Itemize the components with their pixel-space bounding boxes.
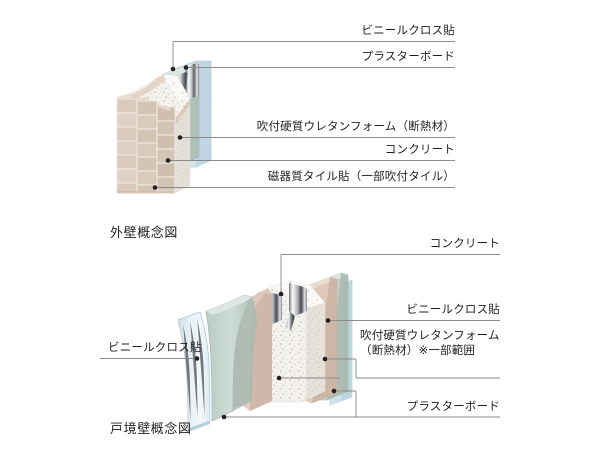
- party-wall-illustration: [177, 272, 353, 432]
- label-party-urethane-foam-line2: （断熱材）※一部範囲: [360, 345, 476, 357]
- caption-party-wall: 戸境壁概念図: [110, 421, 192, 436]
- caption-exterior-wall: 外壁概念図: [110, 225, 179, 240]
- party-left-plasterboard-layer: [205, 294, 257, 422]
- exterior-wall-illustration: [116, 60, 212, 194]
- label-party-vinyl-cloth-left: ビニールクロス貼: [108, 342, 202, 354]
- party-leader-lines: [100, 254, 500, 420]
- label-party-urethane-foam-line1: 吹付硬質ウレタンフォーム: [360, 330, 500, 342]
- exterior-leader-lines: [152, 41, 455, 190]
- label-exterior-plasterboard: プラスターボード: [361, 51, 455, 63]
- label-exterior-urethane-foam: 吹付硬質ウレタンフォーム（断熱材）: [256, 121, 455, 133]
- label-exterior-vinyl-cloth: ビニールクロス貼: [361, 25, 455, 37]
- exterior-wall-figure: ビニールクロス貼 プラスターボード 吹付硬質ウレタンフォーム（断熱材） コンクリ…: [110, 25, 455, 240]
- label-party-urethane-foam: 吹付硬質ウレタンフォーム （断熱材）※一部範囲: [360, 329, 500, 359]
- label-exterior-tile: 磁器質タイル貼（一部吹付タイル）: [267, 171, 455, 183]
- label-party-concrete: コンクリート: [429, 238, 500, 250]
- party-left-vinyl-cloth-layer: [177, 311, 211, 432]
- exterior-urethane-foam-layer: [128, 75, 190, 124]
- label-party-vinyl-cloth-right: ビニールクロス貼: [406, 304, 500, 316]
- label-exterior-concrete: コンクリート: [384, 144, 455, 156]
- exterior-leader-dots: [152, 65, 189, 190]
- label-party-plasterboard: プラスターボード: [406, 401, 500, 413]
- party-wall-figure: コンクリート ビニールクロス貼 吹付硬質ウレタンフォーム （断熱材）※一部範囲 …: [0, 225, 600, 449]
- party-leader-dots: [194, 291, 337, 420]
- exterior-tile-layer: [116, 93, 176, 194]
